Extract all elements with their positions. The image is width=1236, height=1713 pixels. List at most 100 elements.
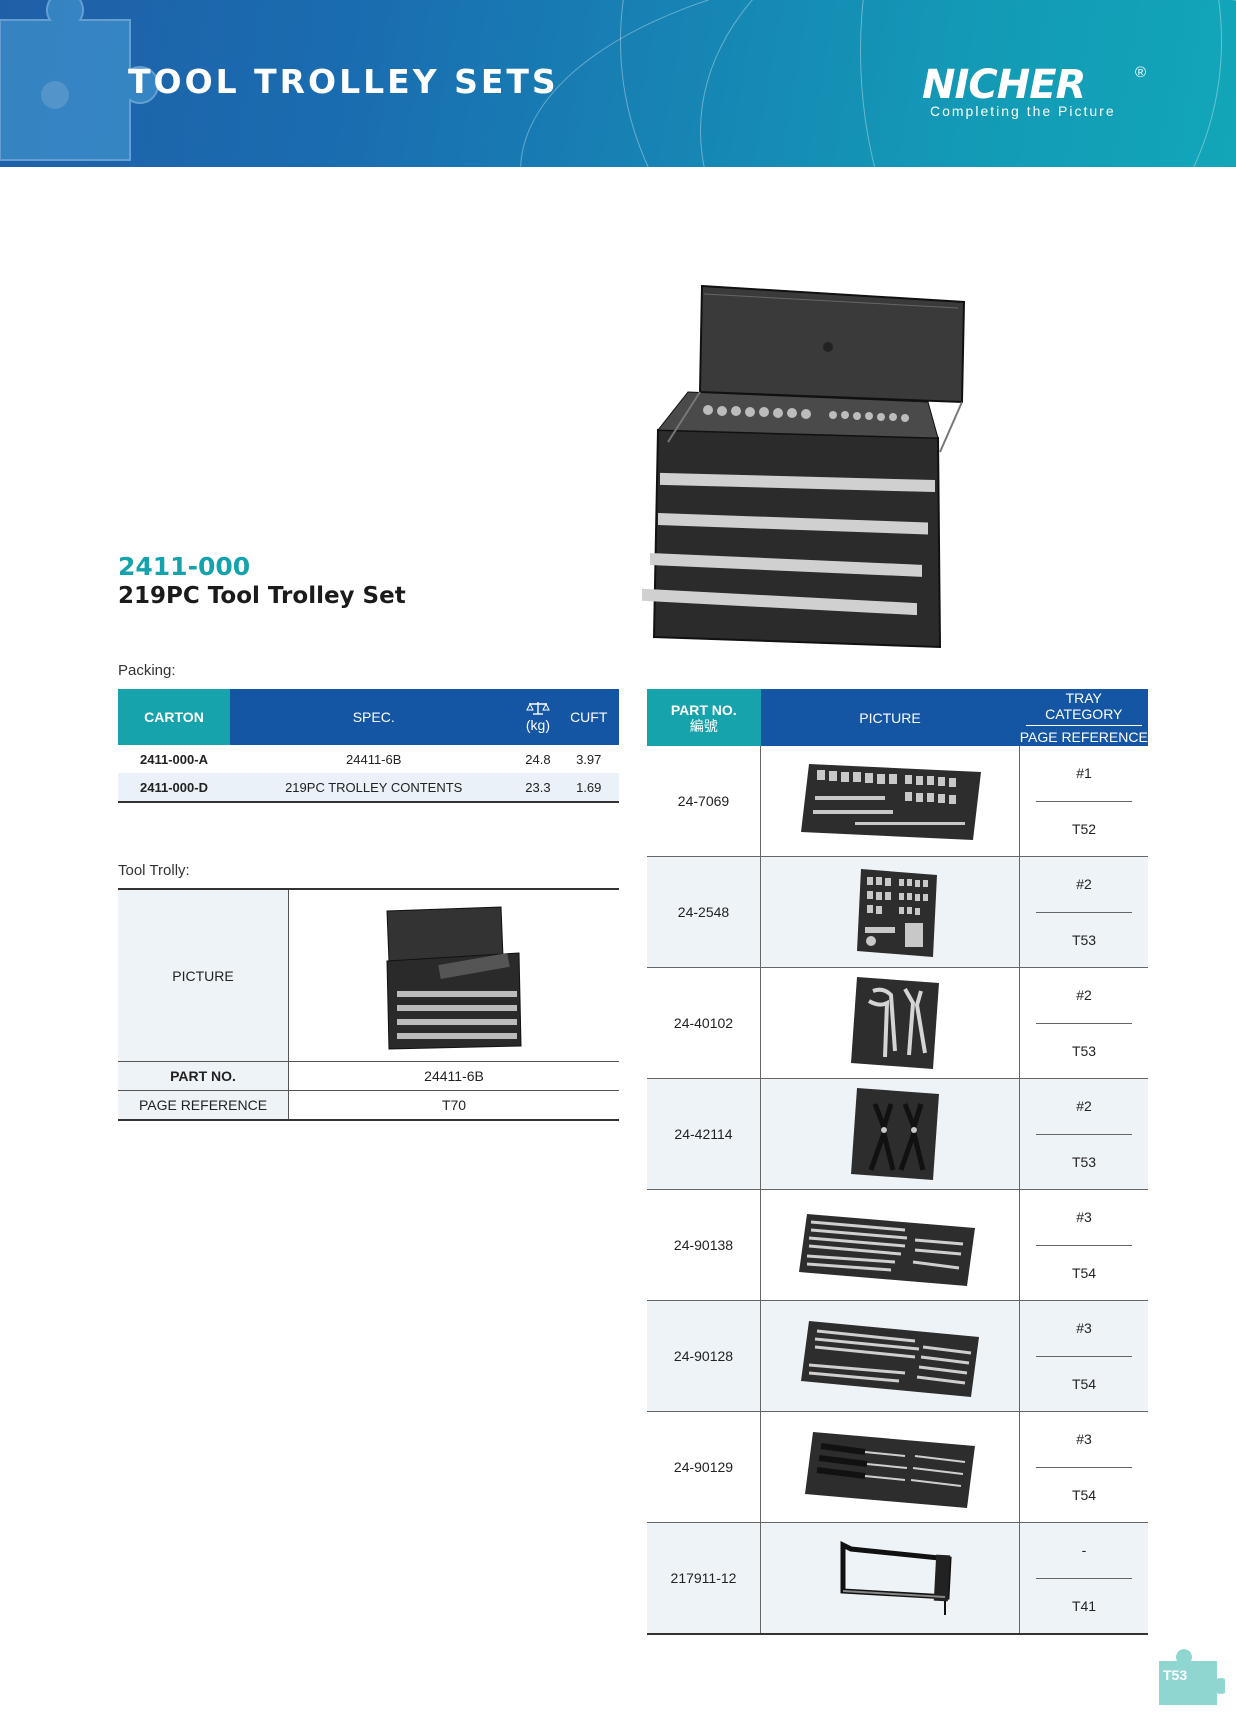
page-reference-value: T53: [1071, 1153, 1097, 1170]
page-title: TOOL TROLLEY SETS: [128, 62, 559, 101]
page-reference-value: T41: [1071, 1597, 1097, 1614]
part-no-label: PART NO.: [118, 1061, 289, 1091]
weight-unit: (kg): [525, 717, 550, 733]
part-no-header-cn: 編號: [689, 717, 718, 734]
puzzle-piece-icon: [0, 0, 159, 161]
spec-cell: 219PC TROLLEY CONTENTS: [230, 773, 518, 803]
table-row: 24-2548 #2 T53: [647, 856, 1148, 968]
socket-rail-tray-image: [857, 868, 937, 957]
page-reference-value: T54: [1071, 1264, 1097, 1281]
trolly-image: [386, 905, 522, 1050]
table-row: 24-40102 #2 T53: [647, 967, 1148, 1079]
tray-category-value: -: [1036, 1523, 1132, 1579]
weight-cell: 24.8: [525, 751, 551, 767]
tray-category-value: #2: [1036, 1079, 1132, 1135]
wrench-tray-image: [799, 1214, 975, 1286]
tool-trolly-table: PICTURE PART NO. 24411-6B PAGE REFERENCE…: [118, 888, 619, 1121]
tray-picture-cell: [760, 856, 1020, 968]
part-no-cell: 24-90128: [647, 1300, 761, 1412]
page-tab-puzzle-icon: [1159, 1649, 1225, 1705]
header-banner: TOOL TROLLEY SETS NICHER ® Completing th…: [0, 0, 1236, 167]
tray-picture-cell: [760, 746, 1020, 857]
table-row: 24-90138 #3 T54: [647, 1189, 1148, 1301]
tray-picture-cell: [760, 1189, 1020, 1301]
tray-picture-cell: [760, 1078, 1020, 1190]
brand-logo: NICHER: [922, 62, 1086, 108]
part-no-cell: 217911-12: [647, 1522, 761, 1635]
carton-header: CARTON: [118, 689, 230, 745]
tray-category-value: #1: [1036, 746, 1132, 802]
part-no-value: 24411-6B: [288, 1061, 619, 1091]
page-reference-value: T70: [288, 1090, 619, 1121]
tray-picture-cell: [760, 1522, 1020, 1635]
hacksaw-image: [840, 1540, 952, 1615]
part-no-cell: 24-40102: [647, 967, 761, 1079]
table-row: 24-42114 #2 T53: [647, 1078, 1148, 1190]
page-reference-value: T52: [1071, 820, 1097, 837]
tray-picture-cell: [760, 1300, 1020, 1412]
trolly-picture-cell: [289, 889, 620, 1062]
packing-label: Packing:: [118, 662, 176, 679]
tray-category-value: #2: [1036, 857, 1132, 913]
table-row: 217911-12 - T41: [647, 1522, 1148, 1635]
carton-cell: 2411-000-D: [118, 773, 230, 803]
tray-category-value: #3: [1036, 1301, 1132, 1357]
part-no-cell: 24-90129: [647, 1411, 761, 1523]
contents-table: PART NO. 編號 PICTURE TRAY CATEGORY PAGE R…: [647, 689, 1148, 1635]
picture-label: PICTURE: [118, 889, 289, 1062]
tray-picture-cell: [760, 967, 1020, 1079]
product-code: 2411-000: [118, 552, 251, 581]
spec-cell: 24411-6B: [346, 751, 402, 767]
page-reference-value: T53: [1071, 1042, 1097, 1059]
tray-category-value: #3: [1036, 1412, 1132, 1468]
part-no-header-label: PART NO.: [670, 701, 737, 718]
tray-picture-cell: [760, 1411, 1020, 1523]
tray-category-cell: #3 T54: [1019, 1189, 1148, 1301]
tray-category-cell: #1 T52: [1019, 746, 1148, 857]
pliers-tray-image: [851, 977, 939, 1069]
screwdriver-tray-image: [805, 1432, 975, 1508]
tray-category-cell: - T41: [1019, 1522, 1148, 1635]
tray-category-cell: #2 T53: [1019, 856, 1148, 968]
tray-category-value: #3: [1036, 1190, 1132, 1246]
product-name: 219PC Tool Trolley Set: [118, 583, 406, 609]
carton-cell: 2411-000-A: [140, 751, 208, 767]
cuft-cell: 1.69: [558, 773, 619, 803]
table-row: 24-90128 #3 T54: [647, 1300, 1148, 1412]
tray-category-cell: #3 T54: [1019, 1300, 1148, 1412]
weight-header: (kg): [517, 689, 559, 745]
table-row: 2411-000-A 24411-6B 24.8 3.97: [118, 745, 619, 773]
part-no-cell: 24-7069: [647, 746, 761, 857]
page-reference-value: T54: [1071, 1375, 1097, 1392]
packing-table: CARTON SPEC. (kg) CUFT 2411-000-A 24411-…: [118, 689, 619, 803]
combination-tray-image: [801, 1321, 979, 1397]
cuft-header: CUFT: [558, 689, 619, 745]
cuft-cell: 3.97: [576, 751, 602, 767]
registered-mark: ®: [1135, 64, 1147, 81]
socket-tray-image: [801, 764, 981, 840]
part-no-cell: 24-90138: [647, 1189, 761, 1301]
part-no-cell: 24-2548: [647, 856, 761, 968]
table-row: 2411-000-D 219PC TROLLEY CONTENTS 23.3 1…: [118, 773, 619, 803]
part-no-header: PART NO. 編號: [647, 689, 761, 746]
part-no-cell: 24-42114: [647, 1078, 761, 1190]
tray-category-header: TRAY CATEGORY: [1025, 687, 1142, 726]
tray-category-value: #2: [1036, 968, 1132, 1024]
picture-header: PICTURE: [760, 689, 1020, 746]
spec-header: SPEC.: [230, 689, 518, 745]
scale-icon: [526, 702, 550, 715]
tray-category-cell: #2 T53: [1019, 967, 1148, 1079]
tool-trolly-label: Tool Trolly:: [118, 862, 190, 879]
circlip-pliers-tray-image: [851, 1088, 939, 1180]
tool-chest-image: [642, 284, 966, 649]
table-row: 24-7069 #1 T52: [647, 746, 1148, 857]
page-number: T53: [1163, 1667, 1188, 1683]
tray-category-cell: #2 T53: [1019, 1078, 1148, 1190]
brand-tagline: Completing the Picture: [930, 103, 1116, 119]
weight-cell: 23.3: [517, 773, 559, 803]
tray-category-cell: #3 T54: [1019, 1411, 1148, 1523]
page-reference-value: T54: [1071, 1486, 1097, 1503]
table-row: 24-90129 #3 T54: [647, 1411, 1148, 1523]
page-reference-header: PAGE REFERENCE: [1019, 729, 1148, 745]
page-reference-value: T53: [1071, 931, 1097, 948]
